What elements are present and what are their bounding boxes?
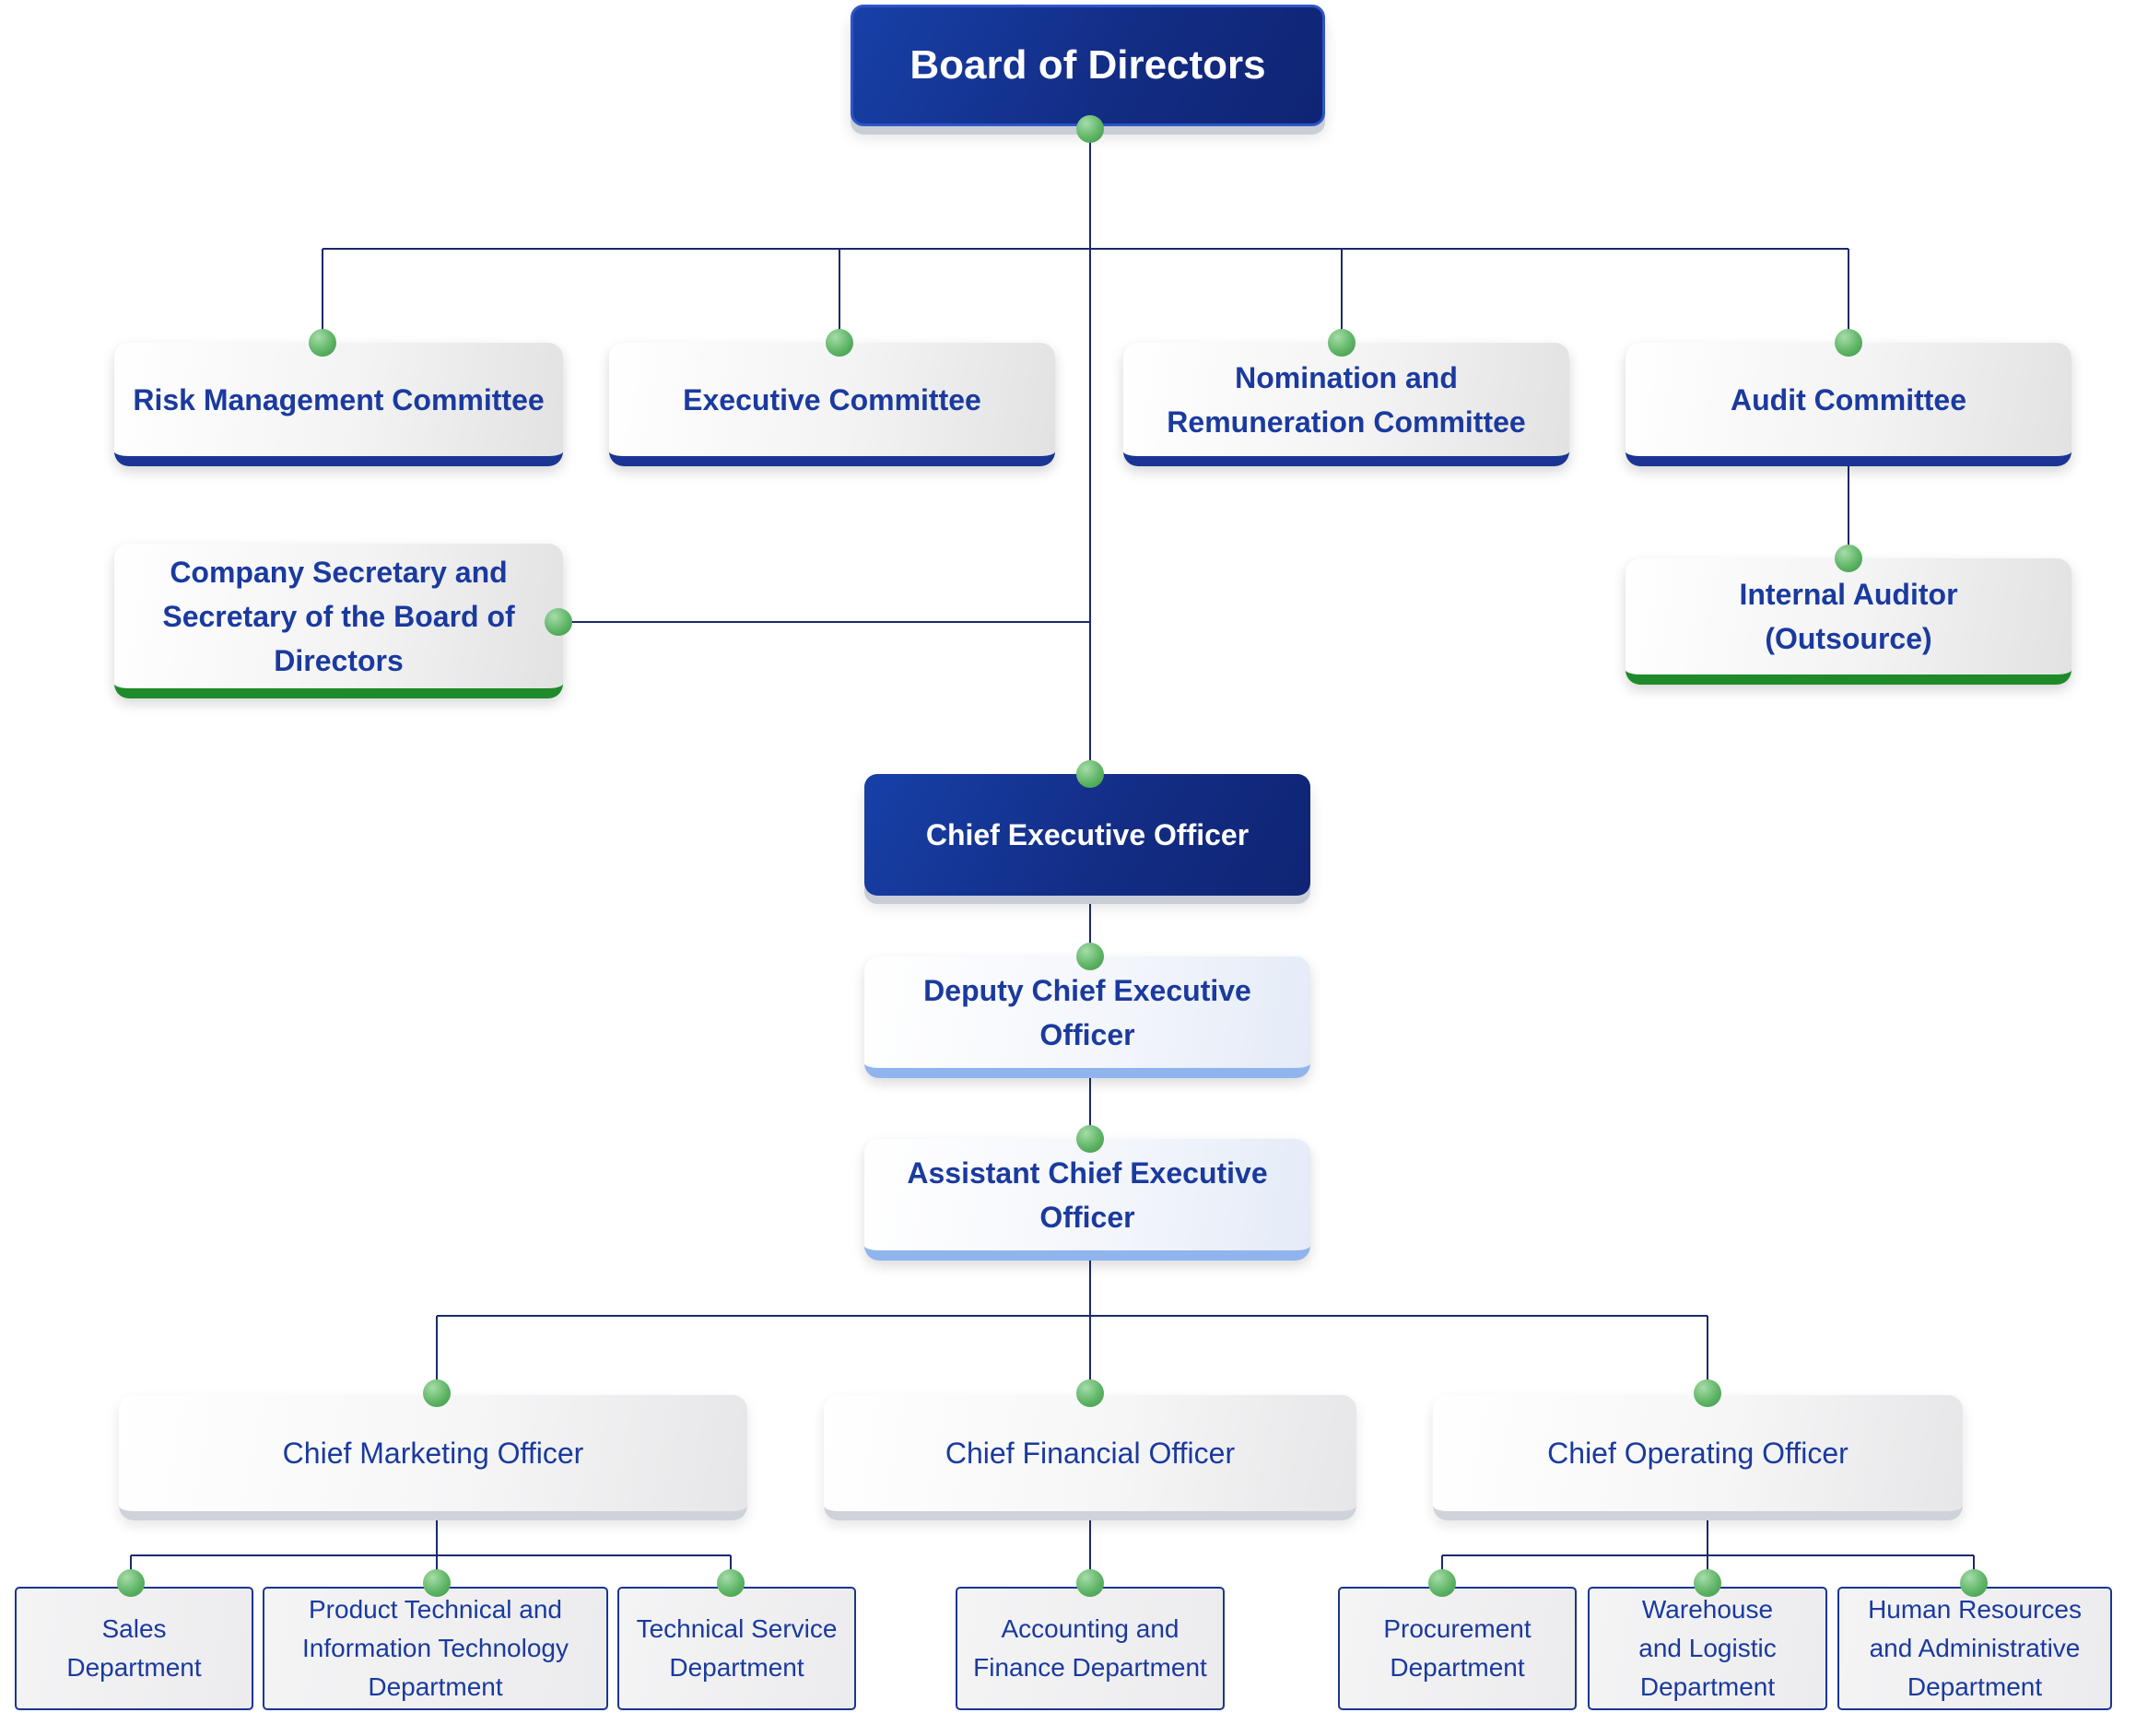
company-secretary-box: Company Secretary and Secretary of the B… [114, 544, 563, 698]
accounting-label-line2: Finance Department [973, 1653, 1207, 1682]
technical-service-label-group: Technical Service Department [637, 1610, 838, 1687]
procurement-label-group: Procurement Department [1383, 1610, 1531, 1687]
procurement-department-box: Procurement Department [1338, 1587, 1577, 1710]
hr-label-line1: Human Resources [1868, 1595, 2082, 1624]
product-it-label-group: Product Technical and Information Techno… [302, 1590, 569, 1707]
accounting-label-group: Accounting and Finance Department [973, 1610, 1207, 1687]
accounting-finance-department-box: Accounting and Finance Department [956, 1587, 1225, 1710]
technical-service-label-line1: Technical Service [636, 1614, 838, 1643]
sales-label-line2: Department [66, 1653, 202, 1682]
warehouse-logistic-department-box: Warehouse and Logistic Department [1588, 1587, 1827, 1710]
assistant-ceo-label-line1: Assistant Chief Executive [907, 1155, 1268, 1190]
connector-dot [1076, 943, 1104, 970]
deputy-ceo-label-line1: Deputy Chief Executive [923, 973, 1251, 1007]
connector-dot [117, 1569, 145, 1597]
connector-dot [1076, 115, 1104, 143]
cfo-label: Chief Financial Officer [945, 1436, 1236, 1470]
connector-dot [309, 329, 336, 357]
warehouse-label-group: Warehouse and Logistic Department [1638, 1590, 1776, 1707]
hr-admin-department-box: Human Resources and Administrative Depar… [1837, 1587, 2112, 1710]
connector-dot [1694, 1379, 1721, 1407]
connector-dot [1694, 1569, 1721, 1597]
deputy-ceo-label-group: Deputy Chief Executive Officer [923, 968, 1251, 1057]
connector-dot [1076, 1125, 1104, 1153]
connector-dot [1328, 329, 1356, 357]
board-label: Board of Directors [910, 42, 1266, 88]
hr-label-line2: and Administrative [1869, 1634, 2081, 1662]
warehouse-label-line1: Warehouse [1641, 1595, 1774, 1624]
nomination-label-group: Nomination and Remuneration Committee [1167, 356, 1525, 444]
product-it-label-line3: Department [368, 1672, 503, 1701]
coo-box: Chief Operating Officer [1433, 1395, 1963, 1520]
assistant-ceo-label-line2: Officer [1039, 1200, 1135, 1234]
connector-dot [826, 329, 853, 357]
secretary-label-line3: Directors [274, 643, 404, 677]
hr-label-line3: Department [1907, 1672, 2043, 1701]
connector-dot [1835, 329, 1862, 357]
secretary-label-group: Company Secretary and Secretary of the B… [162, 550, 514, 683]
connector-dot [423, 1379, 451, 1407]
nomination-remuneration-committee-box: Nomination and Remuneration Committee [1123, 343, 1569, 466]
deputy-ceo-label-line2: Officer [1039, 1017, 1135, 1051]
procurement-label-line2: Department [1390, 1653, 1525, 1682]
executive-committee-box: Executive Committee [609, 343, 1055, 466]
internal-auditor-box: Internal Auditor (Outsource) [1625, 558, 2071, 685]
board-of-directors-box: Board of Directors [851, 5, 1325, 126]
cmo-box: Chief Marketing Officer [119, 1395, 747, 1520]
ceo-box: Chief Executive Officer [864, 774, 1310, 896]
warehouse-label-line2: and Logistic [1638, 1634, 1777, 1662]
product-it-label-line1: Product Technical and [309, 1595, 562, 1624]
cmo-label: Chief Marketing Officer [282, 1436, 584, 1470]
risk-management-label: Risk Management Committee [133, 382, 545, 416]
internal-auditor-label-group: Internal Auditor (Outsource) [1739, 572, 1957, 661]
assistant-ceo-box: Assistant Chief Executive Officer [864, 1139, 1310, 1261]
connector-dot [545, 608, 572, 636]
warehouse-label-line3: Department [1639, 1672, 1776, 1701]
connector-dot [717, 1569, 745, 1597]
accounting-label-line1: Accounting and [1001, 1614, 1179, 1643]
connector-dot [1076, 760, 1104, 788]
internal-auditor-label-line1: Internal Auditor [1739, 578, 1958, 611]
connector-dot [1076, 1379, 1104, 1407]
connector-dot [1835, 545, 1862, 572]
nomination-label-line2: Remuneration Committee [1167, 405, 1526, 439]
technical-service-department-box: Technical Service Department [617, 1587, 856, 1710]
technical-service-label-line2: Department [669, 1653, 804, 1682]
product-it-department-box: Product Technical and Information Techno… [263, 1587, 608, 1710]
sales-department-box: Sales Department [15, 1587, 253, 1710]
secretary-label-line2: Secretary of the Board of [162, 599, 515, 633]
ceo-label: Chief Executive Officer [925, 817, 1250, 851]
hr-label-group: Human Resources and Administrative Depar… [1868, 1590, 2082, 1707]
internal-auditor-label-line2: (Outsource) [1765, 622, 1932, 655]
coo-label: Chief Operating Officer [1547, 1436, 1848, 1470]
executive-committee-label: Executive Committee [683, 382, 981, 416]
risk-management-committee-box: Risk Management Committee [114, 343, 563, 466]
product-it-label-line2: Information Technology [302, 1634, 569, 1662]
audit-committee-box: Audit Committee [1625, 343, 2071, 466]
procurement-label-line1: Procurement [1383, 1614, 1532, 1643]
deputy-ceo-box: Deputy Chief Executive Officer [864, 956, 1310, 1078]
secretary-label-line1: Company Secretary and [170, 555, 508, 589]
connector-dot [423, 1569, 451, 1597]
assistant-ceo-label-group: Assistant Chief Executive Officer [907, 1151, 1267, 1239]
connector-dot [1960, 1569, 1988, 1597]
nomination-label-line1: Nomination and [1235, 360, 1458, 394]
connector-dot [1076, 1569, 1104, 1597]
sales-label-group: Sales Department [66, 1610, 201, 1687]
connector-dot [1428, 1569, 1456, 1597]
cfo-box: Chief Financial Officer [824, 1395, 1356, 1520]
sales-label-line1: Sales [101, 1614, 167, 1643]
audit-committee-label: Audit Committee [1731, 382, 1966, 416]
